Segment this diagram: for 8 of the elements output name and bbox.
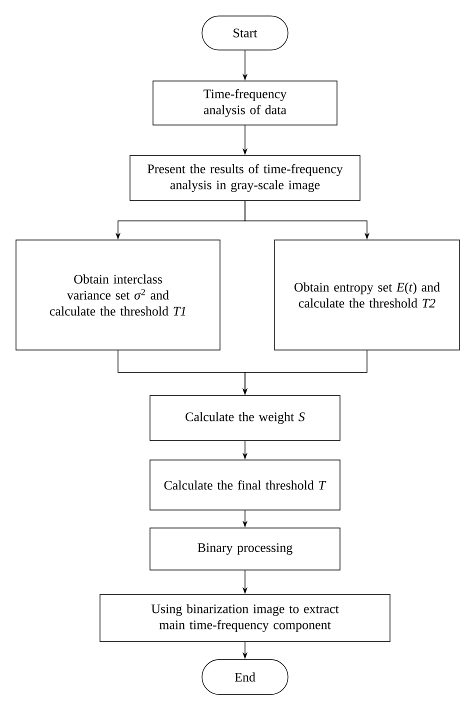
process-box: Using binarization image to extract main time-frequency component [100, 594, 390, 642]
process-box: Binary processing [150, 528, 340, 570]
process-box: Obtain interclass variance set σ$^{2}$ and calculate the threshold T1 [16, 240, 220, 350]
process-box: Present the results of time-frequency analysis in gray-scale image [130, 155, 360, 201]
process-box: Obtain entropy set E(t) and calculate the threshold T2 [274, 240, 460, 350]
process-box: Time-frequency analysis of data [152, 80, 338, 126]
process-box: Calculate the final threshold T [150, 460, 340, 510]
process-box: Calculate the weight S [150, 395, 340, 441]
